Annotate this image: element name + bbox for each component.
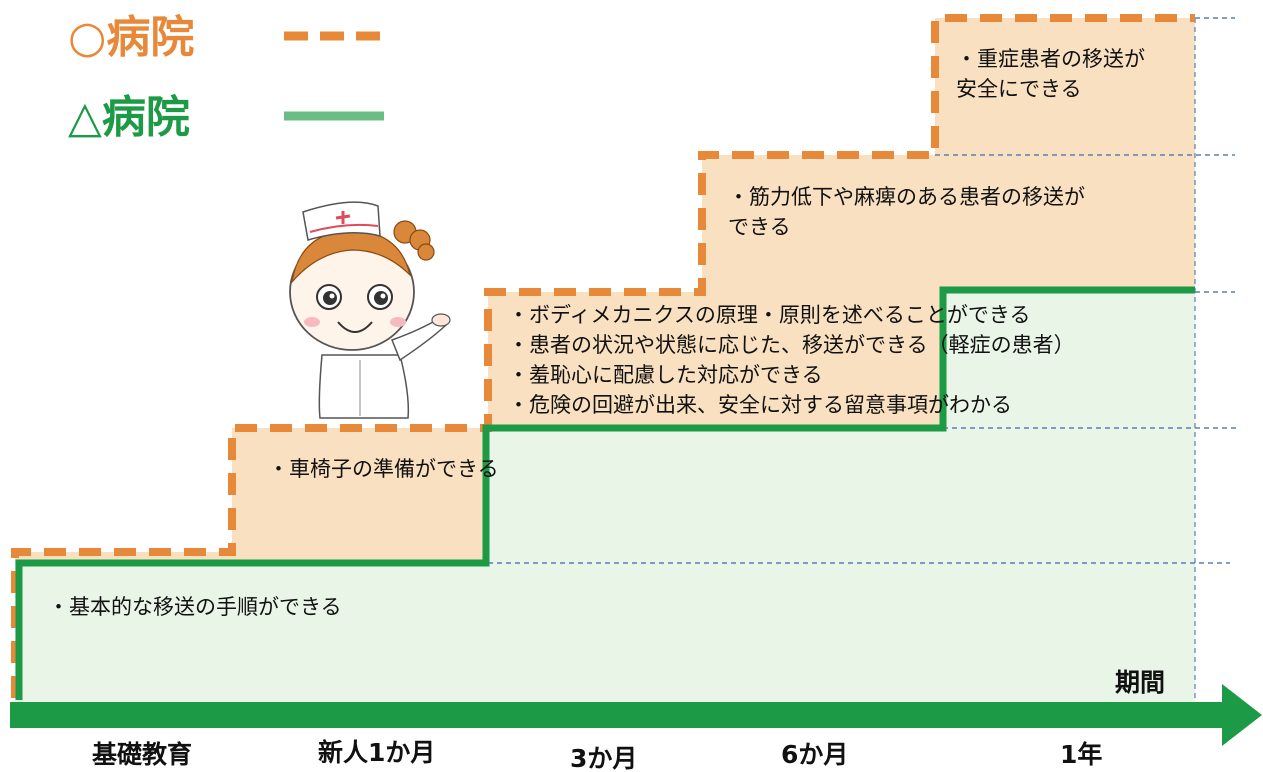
time-axis-arrow (10, 684, 1262, 746)
legend-line-dashed (284, 31, 384, 41)
axis-label-3months: 3か月 (570, 744, 638, 772)
legend-label-hospital-triangle: △病院 (68, 92, 190, 143)
step-line: ・重症患者の移送が (956, 47, 1145, 71)
step-text-1year: ・重症患者の移送が 安全にできる (956, 44, 1145, 104)
axis-label-new-1month: 新人1か月 (318, 738, 436, 767)
step-line: ・基本的な移送の手順ができる (48, 595, 342, 619)
nurse-character (289, 201, 451, 419)
step-text-new-1month: ・車椅子の準備ができる (268, 454, 499, 484)
step-text-basic: ・基本的な移送の手順ができる (48, 592, 342, 622)
axis-label-6months: 6か月 (781, 740, 849, 769)
step-line: 安全にできる (956, 77, 1082, 101)
step-line: ・ボディメカニクスの原理・原則を述べることができる (508, 303, 1031, 327)
legend-line-solid (284, 111, 384, 121)
step-line: できる (728, 215, 791, 239)
axis-label-1year: 1年 (1060, 740, 1103, 769)
orange-staircase (11, 14, 1195, 698)
step-line: ・羞恥心に配慮した対応ができる (508, 363, 823, 387)
step-line: ・筋力低下や麻痺のある患者の移送が (728, 185, 1085, 209)
green-step-fill (15, 290, 1195, 710)
step-line: ・車椅子の準備ができる (268, 457, 499, 481)
step-line: ・患者の状況や状態に応じた、移送ができる（軽症の患者） (508, 333, 1075, 357)
step-text-3months: ・ボディメカニクスの原理・原則を述べることができる ・患者の状況や状態に応じた、… (508, 300, 1075, 420)
green-staircase (15, 286, 1195, 700)
step-line: ・危険の回避が出来、安全に対する留意事項がわかる (508, 393, 1012, 417)
axis-title: 期間 (1115, 668, 1166, 697)
step-text-6months: ・筋力低下や麻痺のある患者の移送が できる (728, 182, 1085, 242)
legend-label-hospital-o: ○病院 (68, 12, 195, 63)
axis-label-basic-education: 基礎教育 (92, 740, 193, 769)
